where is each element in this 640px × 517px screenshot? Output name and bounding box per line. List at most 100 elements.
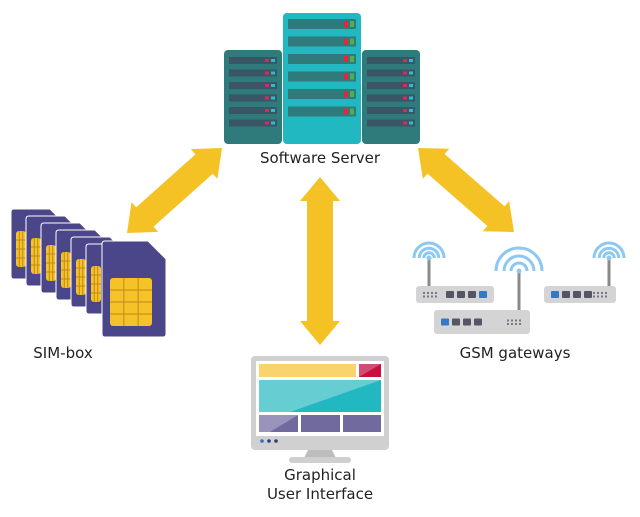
router-led (593, 292, 595, 294)
wifi-arc (602, 251, 616, 259)
router-port (584, 291, 592, 298)
arrow-server-gsm (418, 148, 514, 232)
router-port (452, 318, 460, 326)
gui-label-line1: Graphical (284, 466, 356, 484)
wifi-dot (606, 255, 612, 261)
led-icon (344, 38, 348, 45)
led-icon (271, 96, 275, 100)
server-rack-icon[interactable] (224, 13, 420, 144)
router-led (427, 295, 429, 298)
router-led (423, 295, 425, 298)
router-led (605, 292, 607, 294)
rack-slot (288, 19, 356, 29)
router-led (507, 319, 509, 322)
server-label: Software Server (259, 149, 381, 167)
wifi-arc (509, 261, 529, 272)
router-led (519, 323, 521, 325)
router-led (431, 295, 433, 298)
gui-header-bar (259, 364, 356, 377)
router-port (463, 318, 471, 326)
monitor-indicator-dot (260, 439, 264, 443)
router-led (597, 295, 599, 298)
monitor-indicator-dot (267, 439, 271, 443)
rack-slot (229, 57, 277, 64)
monitor-icon[interactable] (251, 356, 389, 463)
gateway-router-right (544, 241, 626, 303)
led-icon (265, 71, 269, 75)
led-icon (409, 84, 413, 87)
sim-card-stack-icon[interactable] (10, 208, 167, 338)
antenna (427, 258, 431, 286)
led-icon (344, 91, 348, 97)
router-led (601, 295, 603, 298)
led-icon (409, 109, 413, 112)
router-body (416, 286, 494, 303)
router-led (515, 323, 517, 325)
rack-slot (367, 119, 415, 127)
gsm-gateways-label: GSM gateways (459, 344, 571, 362)
gui-tile-1-shade (270, 415, 298, 432)
rack-slot (288, 54, 356, 64)
gui-main-panel-shade (290, 380, 381, 412)
connection-arrows (127, 148, 514, 345)
led-icon (344, 21, 348, 27)
wifi-arc (502, 254, 536, 272)
router-led (511, 319, 513, 322)
led-icon (271, 71, 275, 75)
gui-label-line2: User Interface (266, 485, 374, 503)
rack-slot (288, 106, 356, 117)
rack-slot (288, 36, 356, 47)
led-icon (271, 84, 275, 87)
rack-slot (288, 71, 356, 82)
led-icon (350, 108, 354, 115)
led-icon (271, 59, 275, 62)
gateway-router-center (434, 246, 544, 334)
arrow-server-gui (300, 177, 340, 345)
led-icon (265, 84, 269, 87)
antenna (607, 258, 611, 286)
router-port (457, 291, 465, 298)
led-icon (344, 56, 348, 62)
wifi-dot (516, 268, 522, 274)
led-icon (350, 38, 354, 45)
gui-tile-2 (301, 415, 340, 432)
gui-label: Graphical User Interface (220, 466, 420, 504)
sim-card-front (101, 240, 167, 338)
led-icon (271, 121, 275, 125)
wifi-router-icon[interactable] (412, 241, 626, 334)
monitor-stand (289, 457, 351, 463)
antenna (517, 271, 521, 310)
router-led (597, 292, 599, 294)
wifi-arc (592, 241, 626, 259)
monitor-indicator-dot (274, 439, 278, 443)
led-icon (409, 59, 413, 62)
router-led (593, 295, 595, 298)
led-icon (409, 96, 413, 100)
rack-slot (367, 69, 415, 77)
gui-tile-3 (343, 415, 381, 432)
led-icon (350, 73, 354, 80)
router-led (427, 292, 429, 294)
router-led (423, 292, 425, 294)
rack-slot (367, 94, 415, 102)
led-icon (409, 121, 413, 125)
rack-slot (229, 94, 277, 102)
wifi-arc (422, 251, 436, 259)
rack-slot (229, 107, 277, 114)
rack-slot (367, 107, 415, 114)
router-port (551, 291, 559, 298)
router-led (605, 295, 607, 298)
router-port (573, 291, 581, 298)
led-icon (403, 109, 407, 112)
router-led (435, 292, 437, 294)
led-icon (265, 96, 269, 100)
router-port (446, 291, 454, 298)
router-led (519, 319, 521, 322)
led-icon (265, 59, 269, 62)
router-port (441, 318, 449, 326)
router-led (507, 323, 509, 325)
rack-slot (367, 57, 415, 64)
led-icon (350, 91, 354, 97)
rack-slot (367, 82, 415, 89)
